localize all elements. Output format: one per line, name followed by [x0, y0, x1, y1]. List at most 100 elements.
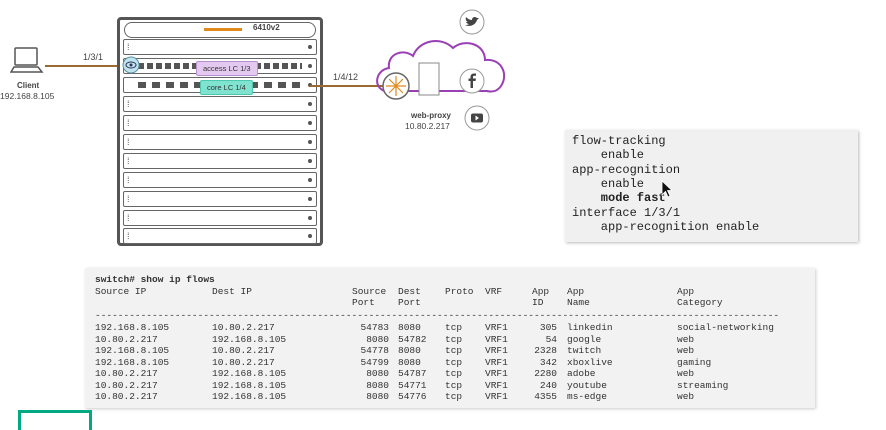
table-cell: 192.168.8.105 [212, 368, 287, 379]
table-cell: ms-edge [567, 391, 607, 402]
flows-table: switch# show ip flows ------------------… [85, 268, 815, 408]
twitter-icon [459, 9, 485, 35]
table-cell: linkedin [567, 322, 613, 333]
table-cell: VRF1 [485, 391, 508, 402]
table-cell: google [567, 333, 602, 345]
column-header: Proto [445, 286, 474, 297]
column-header: App [567, 286, 585, 297]
table-cell: VRF1 [485, 322, 508, 333]
slot: ⁞ [123, 210, 317, 226]
switch-model: 6410v2 [253, 23, 280, 32]
eye-icon [122, 56, 140, 74]
table-cell: 2328 [534, 345, 557, 356]
chassis-header [124, 22, 316, 38]
table-cell: youtube [567, 379, 607, 391]
table-cell: 54771 [398, 379, 427, 391]
column-header: ID [532, 297, 544, 308]
table-cell: 54783 [360, 322, 389, 333]
proxy-ip: 10.80.2.217 [405, 121, 450, 131]
command-line: switch# show ip flows [95, 274, 215, 285]
column-header: App [677, 286, 695, 297]
separator: ----------------------------------------… [95, 310, 780, 321]
slot: ⁞ [123, 228, 317, 244]
table-cell: 8080 [366, 333, 389, 345]
laptop-icon [10, 47, 44, 73]
table-cell: VRF1 [485, 333, 508, 345]
column-header: Dest IP [212, 286, 252, 297]
table-cell: 54787 [398, 368, 427, 379]
table-cell: VRF1 [485, 368, 508, 379]
table-cell: web [677, 345, 695, 356]
slot: ⁞ [123, 172, 317, 188]
column-header: Source [352, 286, 387, 297]
core-lc-label: core LC 1/4 [200, 80, 253, 95]
table-cell: 8080 [398, 322, 421, 333]
config-line: mode fast [572, 191, 666, 205]
table-cell: 342 [539, 356, 557, 368]
column-header: Port [352, 297, 375, 308]
access-lc-label: access LC 1/3 [196, 61, 258, 76]
table-cell: 10.80.2.217 [212, 322, 275, 333]
table-cell: 54 [545, 333, 557, 345]
config-line: app-recognition [572, 163, 681, 177]
table-cell: 8080 [366, 368, 389, 379]
table-cell: 54778 [360, 345, 389, 356]
column-header: Name [567, 297, 590, 308]
table-cell: 8080 [398, 345, 421, 356]
table-cell: 8080 [366, 379, 389, 391]
config-box: flow-tracking enable app-recognition ena… [565, 130, 858, 242]
table-cell: tcp [445, 356, 463, 368]
table-cell: 10.80.2.217 [95, 379, 158, 391]
column-header: Dest [398, 286, 421, 297]
youtube-icon [464, 105, 490, 131]
config-line: app-recognition enable [572, 220, 760, 234]
table-cell: 54799 [360, 356, 389, 368]
table-cell: web [677, 368, 695, 379]
config-line: enable [572, 148, 645, 162]
table-cell: 192.168.8.105 [212, 379, 287, 391]
table-cell: 10.80.2.217 [212, 345, 275, 356]
table-cell: 240 [539, 379, 557, 391]
column-header: Category [677, 297, 723, 308]
table-cell: 305 [539, 322, 557, 333]
table-cell: 8080 [398, 356, 421, 368]
table-cell: web [677, 391, 695, 402]
table-cell: 192.168.8.105 [95, 356, 170, 368]
table-cell: tcp [445, 379, 463, 391]
status-bar [204, 28, 242, 31]
column-header: Source IP [95, 286, 147, 297]
table-cell: 4355 [534, 391, 557, 402]
column-header: Port [398, 297, 421, 308]
table-cell: 8080 [366, 391, 389, 402]
link-label-left: 1/3/1 [83, 52, 104, 62]
slot-1: ⁞ [123, 39, 317, 55]
table-cell: 192.168.8.105 [95, 322, 170, 333]
table-cell: VRF1 [485, 379, 508, 391]
table-cell: tcp [445, 391, 463, 402]
table-cell: tcp [445, 333, 463, 345]
table-cell: 2280 [534, 368, 557, 379]
link-line-proxy [310, 85, 384, 87]
table-cell: twitch [567, 345, 602, 356]
table-cell: adobe [567, 368, 596, 379]
table-cell: streaming [677, 379, 729, 391]
slot: ⁞ [123, 96, 317, 112]
client-ip: 192.168.8.105 [0, 91, 55, 101]
table-cell: 192.168.8.105 [212, 391, 287, 402]
table-cell: 10.80.2.217 [95, 333, 158, 345]
table-cell: 192.168.8.105 [212, 333, 287, 345]
column-header: App [532, 286, 550, 297]
table-cell: tcp [445, 322, 463, 333]
facebook-icon [459, 68, 485, 94]
table-cell: tcp [445, 345, 463, 356]
slot: ⁞ [123, 134, 317, 150]
link-label-right: 1/4/12 [333, 72, 359, 82]
brand-bracket [18, 410, 92, 430]
table-cell: web [677, 333, 695, 345]
table-cell: 10.80.2.217 [95, 368, 158, 379]
table-cell: VRF1 [485, 345, 508, 356]
cloud-icon [376, 40, 506, 100]
slot: ⁞ [123, 191, 317, 207]
config-line: flow-tracking [572, 134, 666, 148]
proxy-label: web-proxy [411, 111, 452, 120]
